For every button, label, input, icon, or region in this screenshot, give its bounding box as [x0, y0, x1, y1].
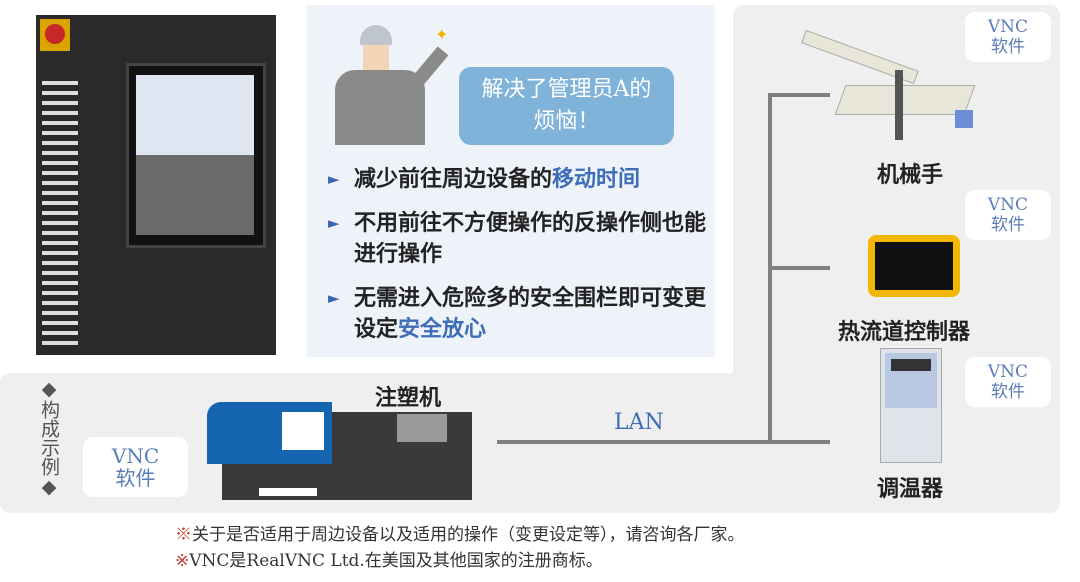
helmet-icon: [360, 25, 392, 45]
lan-line: [497, 440, 830, 444]
lan-label: LAN: [614, 410, 664, 435]
benefit-item: ►不用前往不方便操作的反操作侧也能进行操作: [328, 210, 707, 267]
benefit-item: ►减少前往周边设备的移动时间: [328, 164, 708, 195]
banner-bubble: 解决了管理员A的 烦恼！: [459, 67, 674, 145]
temperature-controller-label: 调温器: [877, 476, 944, 502]
footnote: ※关于是否适用于周边设备以及适用的操作（变更设定等），请咨询各厂家。: [175, 525, 745, 545]
robot-image: [800, 29, 976, 150]
footnote: ※VNC是RealVNC Ltd.在美国及其他国家的注册商标。: [175, 551, 603, 571]
diamond-icon: ◆: [41, 476, 57, 498]
diamond-icon: ◆: [41, 378, 57, 400]
emergency-stop-icon: [40, 19, 70, 51]
arrow-icon: ►: [328, 170, 340, 188]
lan-branch-robot: [768, 93, 830, 97]
worker-illustration: ✦: [335, 25, 455, 145]
section-label: ◆ 构成示例 ◆: [38, 378, 60, 498]
hot-runner-label: 热流道控制器: [838, 319, 971, 345]
controller-image: [36, 15, 276, 355]
lan-branch-hotrunner: [768, 266, 830, 270]
arrow-icon: ►: [328, 214, 340, 232]
arrow-icon: ►: [328, 289, 340, 307]
injection-machine-image: [207, 402, 487, 500]
injection-machine-label: 注塑机: [375, 385, 442, 411]
temperature-controller-image: [880, 348, 942, 463]
benefit-item: ►无需进入危险多的安全围栏即可变更设定安全放心: [328, 285, 707, 342]
hot-runner-controller-image: [868, 235, 960, 297]
controller-screen: [136, 75, 254, 235]
robot-label: 机械手: [877, 162, 944, 188]
